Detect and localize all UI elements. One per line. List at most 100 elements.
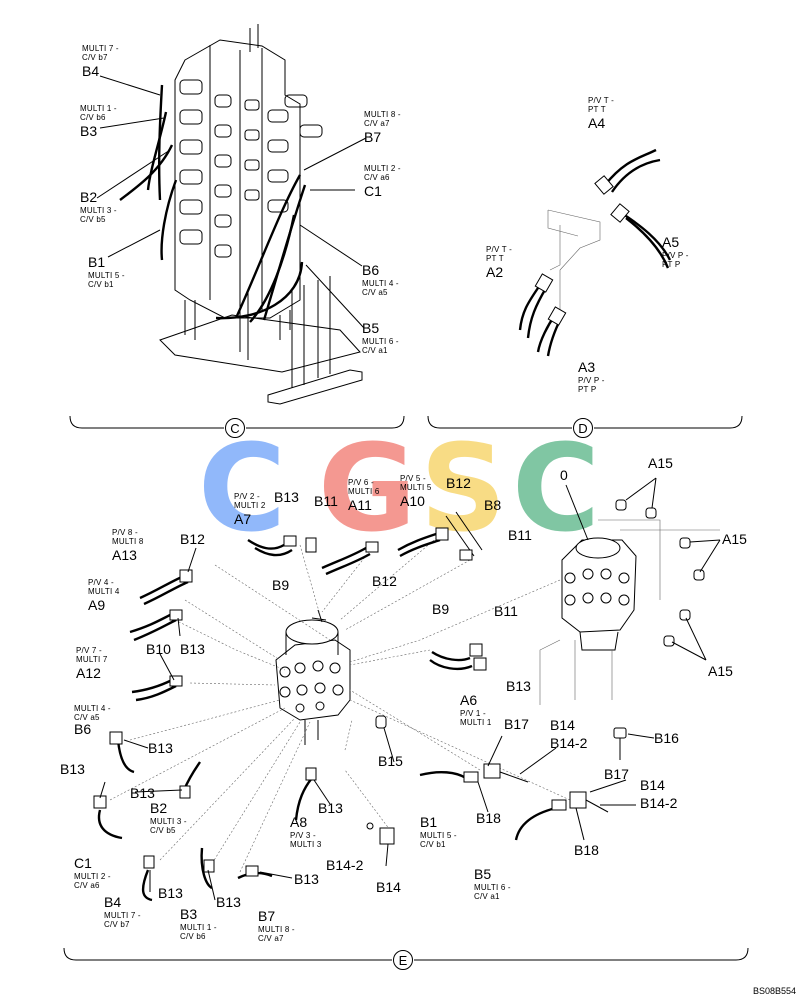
label-e-b13-e: B13 [60,761,85,777]
callout-code-c-c1: C1 [364,183,382,199]
callout-code-d-a5: A5 [662,234,680,250]
callout-desc-e-b7: MULTI 8 -C/V a7 [258,925,295,943]
callout-desc-e-b1: MULTI 5 -C/V b1 [420,831,457,849]
watermark-letter-s: S [420,420,507,559]
callout-code-e-a6: A6 [460,692,478,708]
callout-desc-e-a12: P/V 7 -MULTI 7 [76,646,108,664]
callout-code-c-b5: B5 [362,320,380,336]
pilot-valve-drawing [518,148,672,357]
watermark-letter-g: G [318,420,417,559]
control-valve-drawing [96,24,367,405]
bracket-c-line [69,415,405,429]
callout-desc-e-a9: P/V 4 -MULTI 4 [88,578,120,596]
label-e-b13-i: B13 [294,871,319,887]
label-e-b10: B10 [146,641,171,657]
section-marker-d: D [573,418,593,438]
label-e-b14-2a: B14-2 [550,735,588,751]
callout-code-e-b5: B5 [474,866,492,882]
section-e-hoses [93,499,705,902]
callout-code-e-c1: C1 [74,855,92,871]
label-e-a15-b: A15 [722,531,747,547]
drawing-reference: BS08B554 [752,986,796,996]
label-e-b13-b: B13 [180,641,205,657]
callout-code-e-a9: A9 [88,597,106,613]
callout-code-e-a13: A13 [112,547,137,563]
callout-desc-c-b1: MULTI 5 -C/V b1 [88,271,125,289]
label-e-b13-j: B13 [318,800,343,816]
callout-code-e-b3: B3 [180,906,198,922]
label-e-b18-b: B18 [574,842,599,858]
callout-desc-e-b5: MULTI 6 -C/V a1 [474,883,511,901]
callout-code-e-b4: B4 [104,894,122,910]
section-marker-e: E [393,950,413,970]
label-e-b11-a: B11 [314,493,338,509]
label-e-b17-b: B17 [604,766,629,782]
callout-code-d-a3: A3 [578,359,596,375]
label-e-zero: 0 [560,467,568,483]
label-e-b8: B8 [484,497,502,513]
callout-code-e-b7: B7 [258,908,276,924]
label-e-b14-a: B14 [550,717,575,733]
callout-code-d-a4: A4 [588,115,606,131]
callout-code-c-b1: B1 [88,254,106,270]
callout-desc-e-b6: MULTI 4 -C/V a5 [74,704,111,722]
right-valve-block [539,519,720,705]
label-e-b11-c: B11 [494,603,518,619]
label-e-b14-b: B14 [640,777,665,793]
callout-desc-e-a10: P/V 5 -MULTI 5 [400,474,432,492]
callout-desc-c-b6: MULTI 4 -C/V a5 [362,279,399,297]
label-e-b15: B15 [378,753,403,769]
bracket-e-line [63,947,749,961]
callout-code-c-b3: B3 [80,123,98,139]
routing-lines [109,534,571,873]
label-e-b14-c: B14 [376,879,401,895]
callout-desc-d-a3: P/V P -PT P [578,376,605,394]
section-marker-c: C [225,418,245,438]
callout-code-c-b4: B4 [82,63,100,79]
callout-desc-c-b3: MULTI 1 -C/V b6 [80,104,117,122]
label-e-b9-b: B9 [432,601,450,617]
callout-desc-e-c1: MULTI 2 -C/V a6 [74,872,111,890]
callout-desc-d-a4: P/V T -PT T [588,96,615,114]
label-e-a15-c: A15 [708,663,733,679]
label-e-b13-h: B13 [216,894,241,910]
callout-desc-e-b4: MULTI 7 -C/V b7 [104,911,141,929]
callout-code-e-b6: B6 [74,721,92,737]
label-e-b11-b: B11 [508,527,532,543]
callout-code-d-a2: A2 [486,264,504,280]
callout-desc-d-a5: P/V P -PT P [662,251,689,269]
label-e-b12-b: B12 [372,573,397,589]
label-e-b13-a: B13 [274,489,299,505]
callout-desc-d-a2: P/V T -PT T [486,245,513,263]
callout-code-e-a7: A7 [234,511,252,527]
callout-code-e-a11: A11 [348,497,372,513]
callout-desc-e-a11: P/V 6 -MULTI 6 [348,478,380,496]
bracket-d-line [427,415,743,429]
callout-desc-e-a13: P/V 8 -MULTI 8 [112,528,144,546]
label-e-b14-2b: B14-2 [640,795,678,811]
label-e-b13-f: B13 [130,785,155,801]
label-e-b12-a: B12 [446,475,471,491]
callout-code-e-a12: A12 [76,665,101,681]
watermark-letter-c1: C [198,420,287,559]
callout-desc-c-b4: MULTI 7 -C/V b7 [82,44,119,62]
callout-desc-e-b3: MULTI 1 -C/V b6 [180,923,217,941]
label-e-b14-2c: B14-2 [326,857,364,873]
callout-code-e-b1: B1 [420,814,438,830]
label-e-b9-a: B9 [272,577,290,593]
label-e-b17-a: B17 [504,716,529,732]
callout-desc-c-b7: MULTI 8 -C/V a7 [364,110,401,128]
watermark-letter-c2: C [512,420,601,559]
label-e-b18-a: B18 [476,810,501,826]
section-e-leaders [99,477,721,901]
label-e-b13-g: B13 [158,885,183,901]
callout-code-c-b6: B6 [362,262,380,278]
label-e-b13-d: B13 [148,740,173,756]
label-e-b13-c: B13 [506,678,531,694]
callout-desc-c-c1: MULTI 2 -C/V a6 [364,164,401,182]
callout-code-c-b2: B2 [80,189,98,205]
callout-desc-e-a6: P/V 1 -MULTI 1 [460,709,492,727]
callout-desc-e-a7: P/V 2 -MULTI 2 [234,492,266,510]
